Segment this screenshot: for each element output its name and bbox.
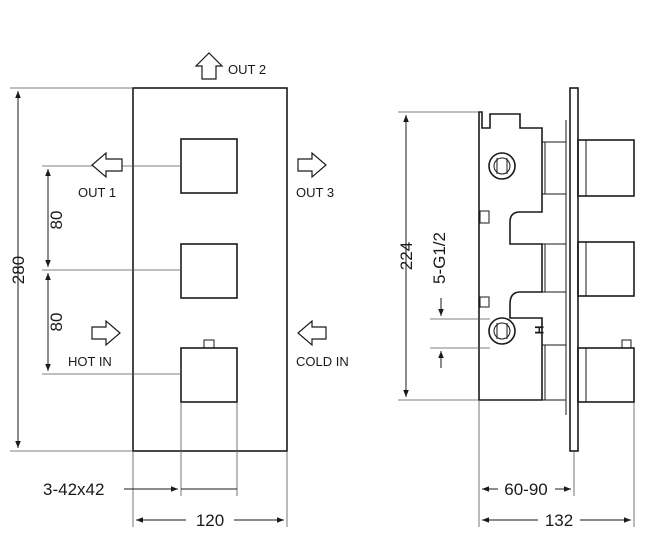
label-out-2: OUT 2 xyxy=(228,62,266,77)
handle-middle xyxy=(180,243,238,299)
body-stud-upper xyxy=(479,210,490,224)
dim-text-height-280: 280 xyxy=(9,256,28,284)
side-view: H 224 5-G1/2 60-90 132 xyxy=(397,87,635,530)
arrow-left-icon xyxy=(91,151,123,179)
dim-text-depth-range: 60-90 xyxy=(504,480,547,499)
arrow-up-icon xyxy=(194,52,224,80)
faceplate-outline xyxy=(132,87,288,452)
spindle-upper xyxy=(541,141,567,195)
arrow-left-icon xyxy=(297,319,327,347)
knob-upper xyxy=(577,139,635,197)
knob-middle xyxy=(577,241,635,297)
valve-body-outline xyxy=(478,111,543,401)
knob-indicator-tab xyxy=(621,339,632,349)
dim-text-pitch-lower: 80 xyxy=(47,313,66,332)
knob-lower xyxy=(577,347,635,403)
label-hot-marking: H xyxy=(532,326,546,335)
spindle-lower xyxy=(541,344,567,401)
dim-text-handle-size: 3-42x42 xyxy=(43,480,104,499)
front-view: 280 80 80 3-42x42 120 OUT 2 OUT 1 OUT 3 … xyxy=(9,52,349,530)
handle-indicator-tab xyxy=(203,339,215,349)
body-stud-lower xyxy=(479,296,490,308)
label-cold-in: COLD IN xyxy=(296,354,349,369)
dim-text-pitch-upper: 80 xyxy=(47,211,66,230)
arrow-right-icon xyxy=(297,151,327,179)
dim-text-thread: 5-G1/2 xyxy=(430,232,449,284)
dim-text-width-120: 120 xyxy=(196,511,224,530)
handle-bottom xyxy=(180,347,238,403)
back-plate xyxy=(569,87,579,452)
dim-text-height-224: 224 xyxy=(397,242,416,270)
handle-top xyxy=(180,138,238,194)
port-lower xyxy=(488,317,516,345)
label-out-1: OUT 1 xyxy=(78,185,116,200)
label-out-3: OUT 3 xyxy=(296,185,334,200)
arrow-right-icon xyxy=(91,319,121,347)
dim-text-depth-total: 132 xyxy=(545,511,573,530)
label-hot-in: HOT IN xyxy=(68,354,112,369)
port-upper xyxy=(488,152,516,180)
spindle-middle xyxy=(541,243,567,293)
